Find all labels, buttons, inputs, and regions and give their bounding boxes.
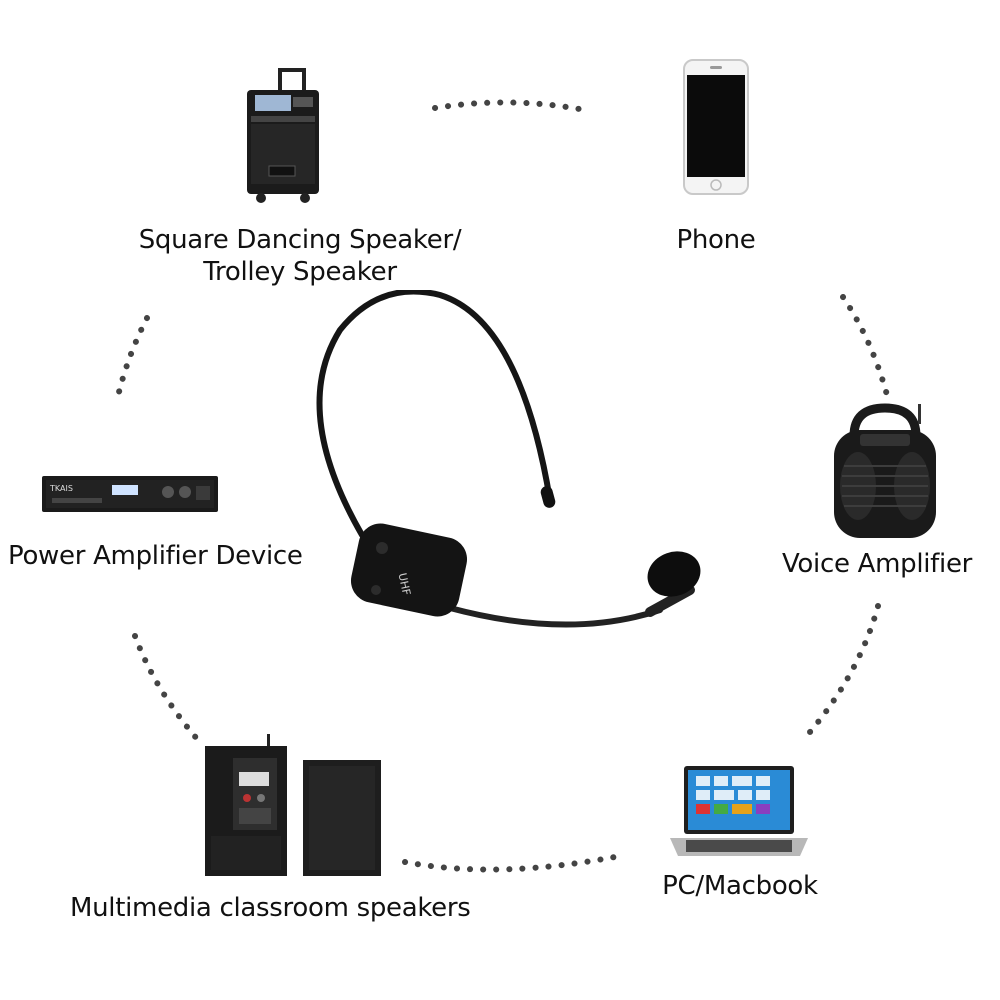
arc-right-upper: [840, 294, 890, 398]
svg-text:TKAIS: TKAIS: [49, 484, 73, 493]
trolley-speaker-icon: [243, 66, 323, 204]
wireless-headset-microphone-icon: UHF: [310, 290, 710, 650]
classroom-speakers-icon: [203, 732, 385, 880]
voice-amplifier-label: Voice Amplifier: [781, 549, 973, 579]
trolley-speaker-label-line2: Trolley Speaker: [203, 257, 397, 287]
trolley-speaker-label: Square Dancing Speaker/ Trolley Speaker: [100, 224, 500, 288]
laptop-icon: [668, 764, 810, 860]
rack-amplifier-icon: TKAIS: [40, 472, 220, 516]
classroom-speakers-label: Multimedia classroom speakers: [70, 893, 471, 923]
arc-right-lower: [807, 603, 881, 735]
arc-top: [432, 99, 588, 113]
arc-left-upper: [115, 315, 150, 399]
phone-label: Phone: [676, 225, 756, 255]
phone-icon: [682, 58, 750, 196]
pc-macbook-label: PC/Macbook: [662, 871, 818, 901]
transmitter-brand-text: UHF: [396, 572, 413, 597]
voice-amplifier-icon: [830, 402, 940, 540]
trolley-speaker-label-line1: Square Dancing Speaker/: [138, 225, 462, 255]
arc-bottom: [402, 852, 628, 873]
power-amplifier-label: Power Amplifier Device: [8, 541, 303, 571]
arc-left-lower: [132, 633, 201, 743]
